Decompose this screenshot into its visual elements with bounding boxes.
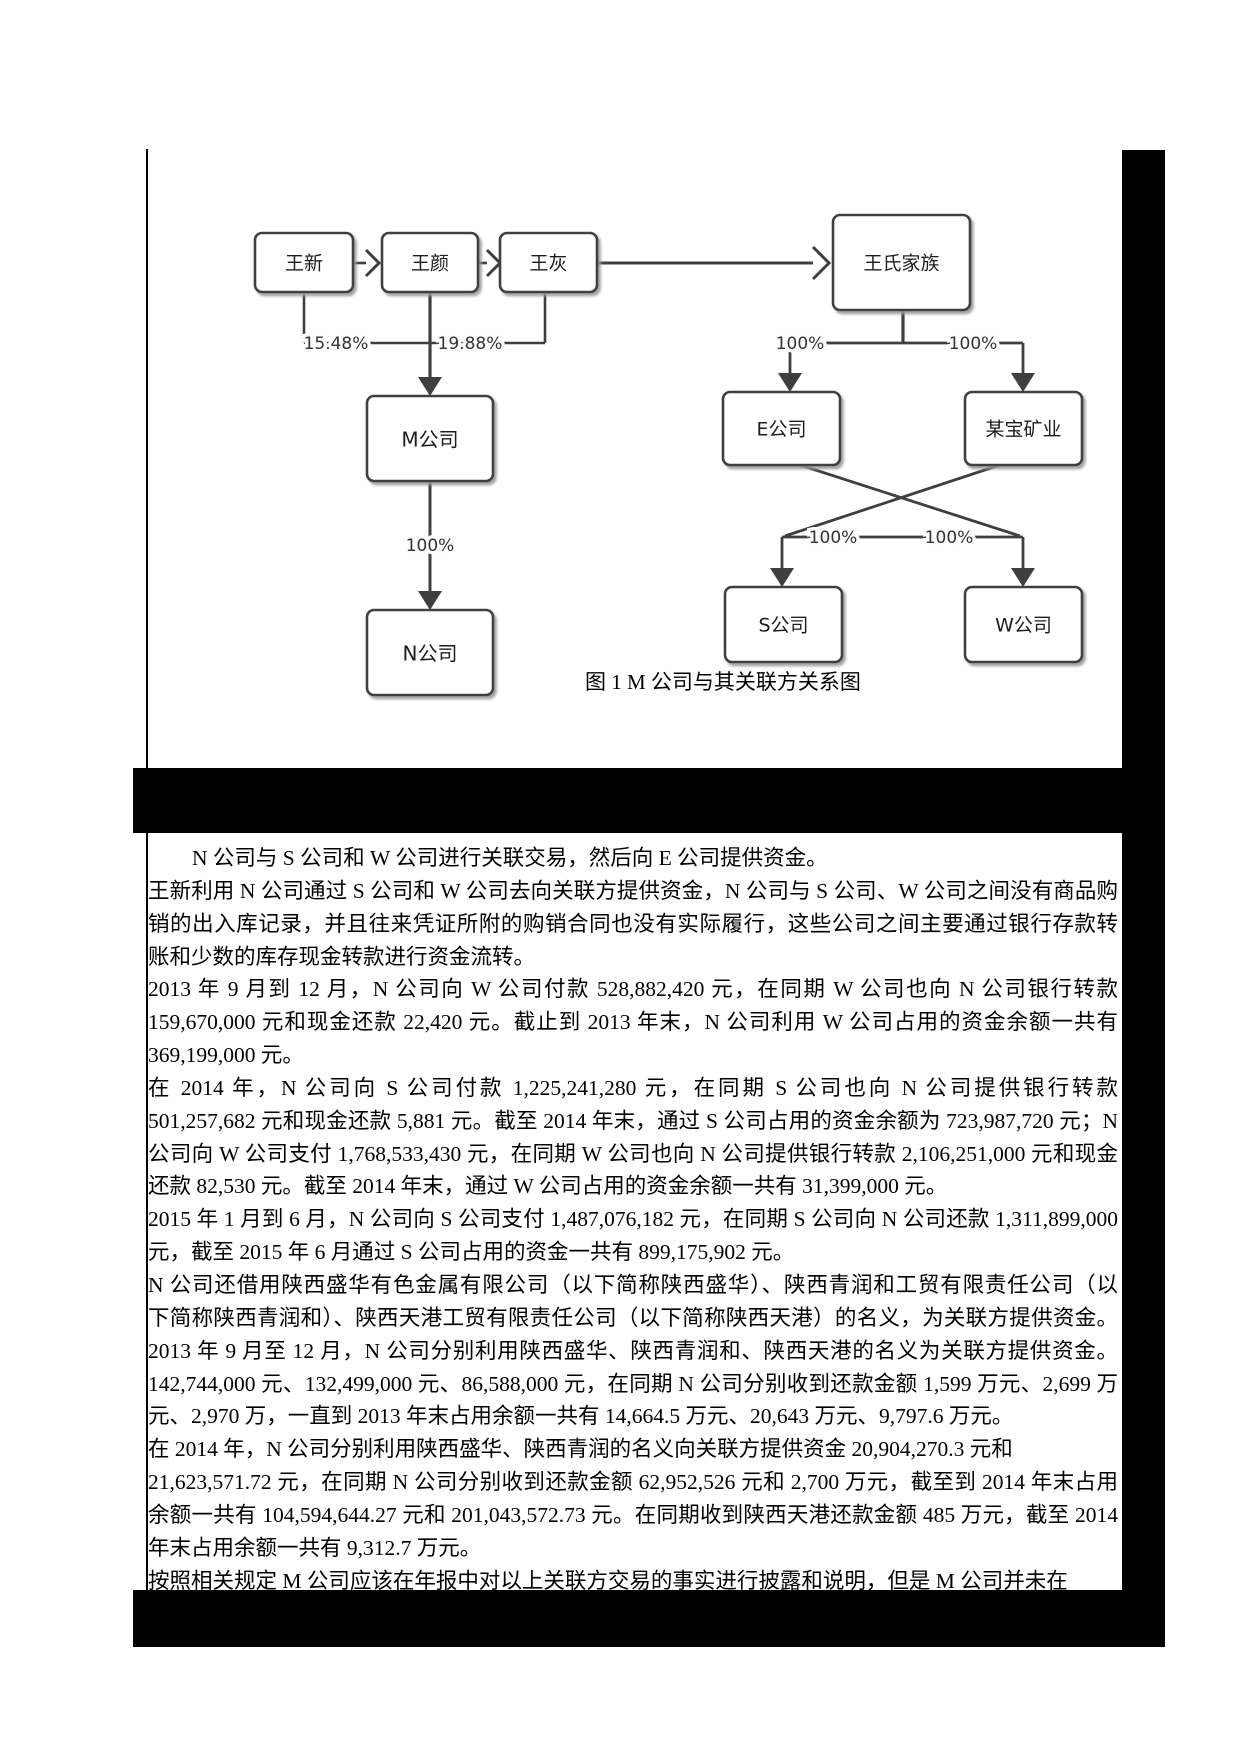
body-line: 余额一共有 104,594,644.27 元和 201,043,572.73 元… bbox=[148, 1502, 1118, 1527]
node-label-wang-hui: 王灰 bbox=[529, 253, 567, 275]
node-m-company: M公司 bbox=[365, 394, 495, 483]
arrowhead-right-icon bbox=[811, 245, 832, 281]
node-w-company: W公司 bbox=[963, 585, 1084, 664]
node-n-company: N公司 bbox=[365, 608, 495, 697]
edge-percentage-label: 100% bbox=[406, 536, 455, 556]
arrowhead-down-icon bbox=[418, 591, 442, 610]
node-wang-family: 王氏家族 bbox=[831, 213, 972, 312]
body-line: 369,199,000 元。 bbox=[148, 1043, 304, 1068]
table-left-border bbox=[146, 149, 148, 1590]
body-line: 元，截至 2015 年 6 月通过 S 公司占用的资金一共有 899,175,9… bbox=[148, 1240, 795, 1265]
body-line: 公司向 W 公司支付 1,768,533,430 元，在同期 W 公司也向 N … bbox=[148, 1141, 1118, 1166]
relationship-diagram: 王新 王颜 王灰 王氏家族 M公司 N公司 E公司 某宝矿业 S公司 W公司 15.48% 19.88… bbox=[253, 213, 1084, 697]
body-line: 在 2014 年，N 公司向 S 公司付款 1,225,241,280 元，在同… bbox=[148, 1075, 1118, 1100]
body-line: 下简称陕西青润和）、陕西天港工贸有限责任公司（以下简称陕西天港）的名义，为关联方… bbox=[148, 1305, 1118, 1330]
arrowhead-down-icon bbox=[778, 373, 802, 392]
node-wang-yan: 王颜 bbox=[380, 231, 480, 294]
body-line: 2013 年 9 月到 12 月，N 公司向 W 公司付款 528,882,42… bbox=[148, 977, 1118, 1002]
edge-percentage-label: 100% bbox=[776, 334, 825, 354]
connector-line bbox=[799, 463, 1021, 538]
node-label-s-company: S公司 bbox=[758, 615, 808, 637]
body-line: 销的出入库记录，并且往来凭证所附的购销合同也没有实际履行，这些公司之间主要通过银… bbox=[148, 911, 1118, 936]
redaction-bar-right bbox=[1122, 150, 1165, 1647]
body-line: 王新利用 N 公司通过 S 公司和 W 公司去向关联方提供资金，N 公司与 S … bbox=[148, 878, 1118, 903]
arrowhead-down-icon bbox=[1011, 568, 1035, 587]
body-line: 元、2,970 万，一直到 2013 年末占用余额一共有 14,664.5 万元… bbox=[148, 1404, 1014, 1429]
edge-percentage-label: 19.88% bbox=[438, 334, 503, 354]
node-label-wang-yan: 王颜 bbox=[411, 253, 449, 275]
node-wang-xin: 王新 bbox=[253, 231, 355, 294]
node-label-m-company: M公司 bbox=[401, 428, 458, 452]
arrowhead-right-icon bbox=[485, 248, 503, 278]
body-line: 按照相关规定 M 公司应该在年报中对以上关联方交易的事实进行披露和说明，但是 M… bbox=[148, 1568, 1068, 1593]
body-line: N 公司还借用陕西盛华有色金属有限公司（以下简称陕西盛华）、陕西青润和工贸有限责… bbox=[148, 1272, 1118, 1297]
edge-percentage-label: 15.48% bbox=[304, 334, 369, 354]
redaction-band-middle bbox=[133, 768, 1165, 833]
redaction-band-bottom bbox=[133, 1590, 1165, 1647]
arrowhead-down-icon bbox=[418, 377, 442, 396]
node-wang-hui: 王灰 bbox=[498, 231, 599, 294]
figure-caption: 图 1 M 公司与其关联方关系图 bbox=[585, 670, 861, 694]
edge-percentage-label: 100% bbox=[925, 528, 974, 548]
node-label-wang-xin: 王新 bbox=[285, 253, 323, 275]
body-line: 21,623,571.72 元，在同期 N 公司分别收到还款金额 62,952,… bbox=[148, 1470, 1118, 1495]
node-label-e-company: E公司 bbox=[756, 419, 806, 441]
body-line: 501,257,682 元和现金还款 5,881 元。截至 2014 年末，通过… bbox=[148, 1108, 1118, 1133]
node-e-company: E公司 bbox=[721, 390, 842, 467]
body-line: 142,744,000 元、132,499,000 元、86,588,000 元… bbox=[148, 1371, 1118, 1396]
edge-percentage-label: 100% bbox=[809, 528, 858, 548]
body-line: 2013 年 9 月至 12 月，N 公司分别利用陕西盛华、陕西青润和、陕西天港… bbox=[148, 1338, 1118, 1363]
arrowhead-down-icon bbox=[1011, 373, 1035, 392]
body-line: 账和少数的库存现金转款进行资金流转。 bbox=[148, 944, 536, 969]
body-line: 在 2014 年，N 公司分别利用陕西盛华、陕西青润的名义向关联方提供资金 20… bbox=[148, 1437, 1013, 1462]
node-s-company: S公司 bbox=[723, 585, 844, 664]
node-label-w-company: W公司 bbox=[995, 615, 1052, 637]
body-text-block: N 公司与 S 公司和 W 公司进行关联交易，然后向 E 公司提供资金。王新利用… bbox=[148, 842, 1118, 1597]
body-line: 159,670,000 元和现金还款 22,420 元。截止到 2013 年末，… bbox=[148, 1010, 1118, 1035]
node-label-wang-family: 王氏家族 bbox=[863, 253, 939, 275]
connector-line bbox=[784, 463, 1001, 538]
body-line: 2015 年 1 月到 6 月，N 公司向 S 公司支付 1,487,076,1… bbox=[148, 1207, 1118, 1232]
node-label-moubao-mining: 某宝矿业 bbox=[985, 419, 1061, 441]
node-label-n-company: N公司 bbox=[403, 642, 458, 666]
node-moubao-mining: 某宝矿业 bbox=[963, 390, 1084, 467]
body-line: 年末占用余额一共有 9,312.7 万元。 bbox=[148, 1535, 482, 1560]
body-line: N 公司与 S 公司和 W 公司进行关联交易，然后向 E 公司提供资金。 bbox=[192, 846, 828, 870]
body-line: 还款 82,530 元。截至 2014 年末，通过 W 公司占用的资金余额一共有… bbox=[148, 1174, 948, 1199]
arrowhead-down-icon bbox=[770, 568, 794, 587]
arrowhead-right-icon bbox=[364, 248, 382, 278]
edge-percentage-label: 100% bbox=[949, 334, 998, 354]
